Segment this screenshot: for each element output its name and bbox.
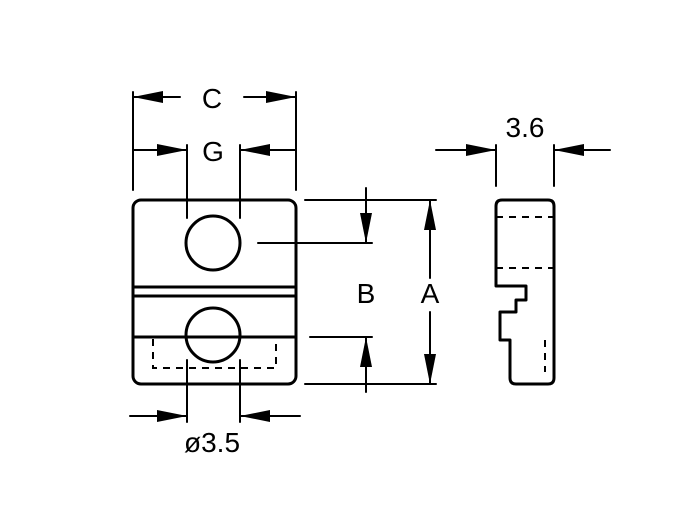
upper-hole [184, 214, 242, 272]
hidden-cavity [152, 339, 277, 369]
dimension-hole-dia: ø3.5 [129, 359, 301, 458]
label-b: B [357, 278, 376, 309]
label-side-width: 3.6 [506, 112, 545, 143]
label-hole-dia: ø3.5 [184, 427, 240, 458]
dimension-c: C [132, 83, 297, 191]
dimension-b: B [257, 187, 376, 393]
label-a: A [421, 278, 440, 309]
lower-hole [184, 306, 242, 364]
dimension-side-width: 3.6 [435, 112, 611, 187]
label-c: C [202, 83, 222, 114]
side-view [494, 198, 556, 386]
front-body-outline [131, 198, 298, 386]
side-body-outline [494, 198, 556, 386]
dimension-g: G [132, 136, 297, 219]
label-g: G [202, 136, 224, 167]
dimension-a: A [304, 199, 440, 385]
front-view [131, 198, 298, 386]
